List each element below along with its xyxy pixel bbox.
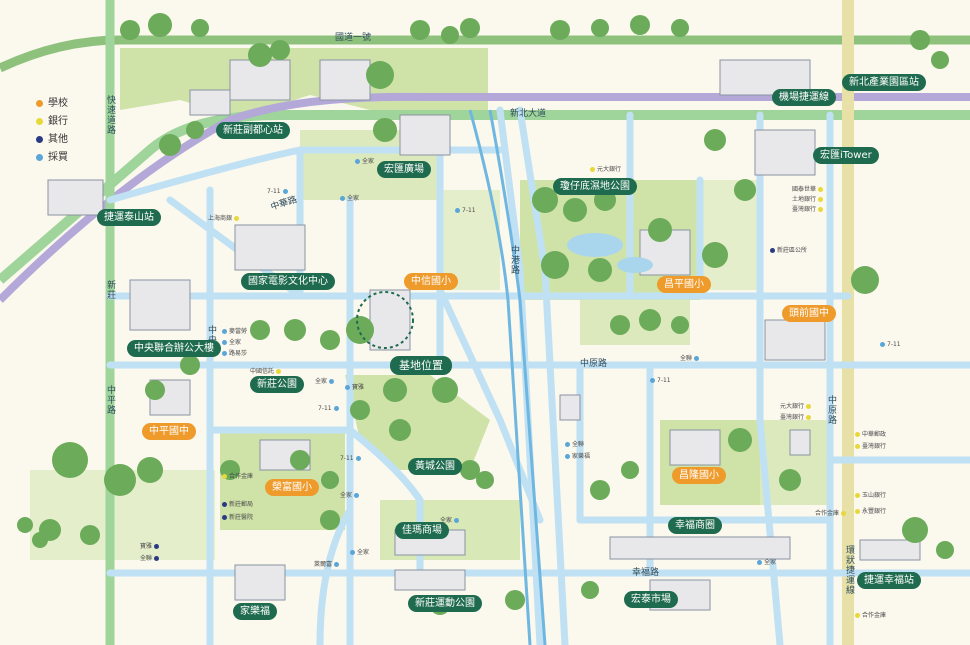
legend-label: 採買 [48,152,68,163]
label-changping-school[interactable]: 昌平國小 [657,276,711,293]
poi[interactable]: 新莊郵局 [222,499,253,508]
poi[interactable]: 臺灣銀行 [855,441,886,450]
road-xinbei: 新北大道 [510,109,547,119]
poi[interactable]: 7-11 [650,377,671,384]
label-stadium[interactable]: 新莊運動公園 [408,595,482,612]
wetland-water [567,233,653,273]
poi[interactable]: 7-11 [318,405,341,412]
poi[interactable]: 新莊區公所 [770,245,807,254]
legend-item-shopping: 採買 [36,149,68,167]
legend-label: 學校 [48,98,68,109]
poi[interactable]: 寶雅 [140,541,161,550]
road-zhongyuan-e: 中原路 [826,395,836,425]
poi[interactable]: 全家 [315,376,336,385]
label-huangcheng-park[interactable]: 黃城公園 [408,458,462,475]
shopping-dot-icon [36,153,43,161]
buildings [47,59,921,611]
poi[interactable]: 麥當勞 [222,326,247,335]
label-zhongping-school[interactable]: 中平國中 [142,423,196,440]
school-dot-icon [36,99,43,107]
poi[interactable]: 萊爾富 [314,559,341,568]
label-xinbei-station[interactable]: 新北產業園區站 [842,74,926,91]
poi[interactable]: 全家 [222,337,241,346]
label-hongtai-tower[interactable]: 宏匯iTower [813,147,879,164]
road-zhongyuan: 中原路 [580,359,608,369]
poi[interactable]: 家樂福 [565,451,590,460]
poi[interactable]: 合作金庫 [222,471,253,480]
poi[interactable]: 中國信託 [250,366,283,375]
label-gongguan[interactable]: 新莊公園 [250,376,304,393]
poi[interactable]: 臺灣銀行 [792,204,825,213]
poi[interactable]: 上海商銀 [208,213,241,222]
legend-item-other: 其他 [36,131,68,149]
road-national-highway: 國道一號 [335,33,372,43]
poi[interactable]: 元大銀行 [780,401,813,410]
label-airport-mrt[interactable]: 機場捷運線 [772,89,836,106]
poi[interactable]: 7-11 [455,207,476,214]
poi[interactable]: 玉山銀行 [855,490,886,499]
poi[interactable]: 全家 [355,156,374,165]
label-fuying-school[interactable]: 榮富國小 [265,479,319,496]
label-film-center[interactable]: 國家電影文化中心 [241,273,335,290]
label-wetland-park[interactable]: 瓊仔底濕地公園 [553,178,637,195]
poi[interactable]: 全家 [440,515,461,524]
poi[interactable]: 臺灣銀行 [780,412,813,421]
poi[interactable]: 新莊醫院 [222,512,253,521]
road-zhongping: 中平路 [105,385,115,415]
label-taishan[interactable]: 捷運泰山站 [97,209,161,226]
label-xingfu-mall[interactable]: 幸福商圈 [668,517,722,534]
road-xingfu: 幸福路 [632,568,660,578]
road-xinzhuang: 新莊 [105,280,115,300]
poi[interactable]: 路易莎 [222,348,247,357]
poi[interactable]: 合作金庫 [855,610,886,619]
label-hongtai-market[interactable]: 宏泰市場 [624,591,678,608]
poi[interactable]: 全家 [340,193,359,202]
poi[interactable]: 全家 [340,490,361,499]
road-zhonggang: 中港路 [509,245,519,275]
poi[interactable]: 7-11 [880,341,901,348]
poi[interactable]: 全家 [757,557,776,566]
poi[interactable]: 7-11 [267,188,290,195]
label-xingfu-station[interactable]: 捷運幸福站 [857,572,921,589]
other-dot-icon [36,135,43,143]
legend-item-bank: 銀行 [36,113,68,131]
poi[interactable]: 國泰世華 [792,184,825,193]
mrt-lines [468,109,547,645]
site-highlight [356,291,414,349]
label-central-housing[interactable]: 中央聯合辦公大樓 [127,340,221,357]
poi[interactable]: 土地銀行 [792,194,825,203]
bank-dot-icon [36,117,43,125]
poi[interactable]: 永豐銀行 [855,506,886,515]
label-hongpu[interactable]: 宏匯廣場 [377,161,431,178]
poi[interactable]: 合作金庫 [815,508,848,517]
label-changlong-school[interactable]: 昌隆國小 [672,467,726,484]
poi[interactable]: 全家 [350,547,369,556]
legend-item-school: 學校 [36,95,68,113]
poi[interactable]: 全聯 [680,353,701,362]
road-fast: 快速道路 [105,95,115,135]
label-xinzhuang-vice[interactable]: 新莊副都心站 [216,122,290,139]
poi[interactable]: 中華郵政 [855,429,886,438]
legend-label: 銀行 [48,116,68,127]
legend: 學校 銀行 其他 採買 [36,95,68,167]
poi[interactable]: 全聯 [565,439,584,448]
label-zhongxin-school[interactable]: 中信國小 [404,273,458,290]
label-xintai-school[interactable]: 頭前國中 [782,305,836,322]
poi[interactable]: 元大銀行 [590,164,621,173]
road-circular-line: 環狀捷運線 [844,545,854,595]
label-jiamall[interactable]: 佳瑪商場 [395,522,449,539]
label-site[interactable]: 基地位置 [390,356,452,375]
poi[interactable]: 全聯 [140,553,161,562]
legend-label: 其他 [48,134,68,145]
poi[interactable]: 寶雅 [345,382,364,391]
poi[interactable]: 7-11 [340,455,363,462]
label-jialefu[interactable]: 家樂福 [233,603,277,620]
